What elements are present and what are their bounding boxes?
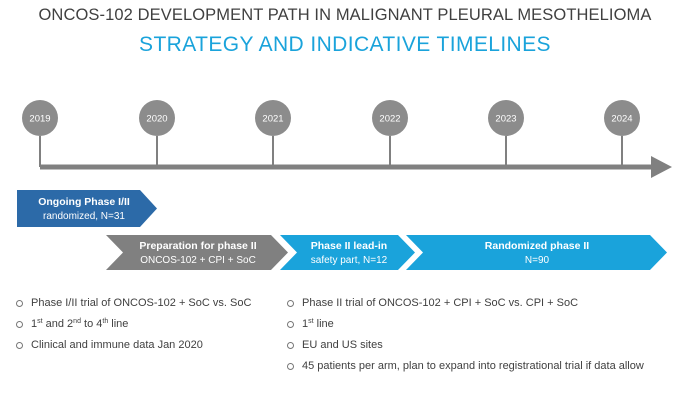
list-item: 1st line (285, 317, 685, 331)
bar-ongoing-phase: Ongoing Phase I/II randomized, N=31 (17, 190, 157, 227)
ordinal-suffix: th (102, 318, 109, 325)
bar-ongoing-detail: randomized, N=31 (43, 211, 125, 222)
bar-leadin-title: Phase II lead-in (311, 240, 387, 252)
bar-ongoing-title: Ongoing Phase I/II (38, 196, 130, 208)
year-node-2019: 2019 (22, 100, 58, 136)
page-title: ONCOS-102 DEVELOPMENT PATH IN MALIGNANT … (38, 6, 652, 24)
bar-leadin: Phase II lead-in safety part, N=12 (280, 235, 415, 270)
bar-randomized-detail: N=90 (525, 255, 550, 266)
ordinal-suffix: nd (73, 318, 81, 325)
timeline-diagram: 2019 2020 2021 2022 2023 2024 Ongoing Ph… (17, 100, 672, 270)
page-subtitle: STRATEGY AND INDICATIVE TIMELINES (139, 33, 551, 56)
year-node-2020: 2020 (139, 100, 175, 136)
bar-preparation-title: Preparation for phase II (139, 240, 256, 252)
left-bullet-list: Phase I/II trial of ONCOS-102 + SoC vs. … (14, 296, 254, 359)
year-label: 2023 (495, 114, 516, 125)
list-item: EU and US sites (285, 338, 685, 352)
list-item: 45 patients per arm, plan to expand into… (285, 359, 685, 373)
list-item: 1st and 2nd to 4th line (14, 317, 254, 331)
bar-preparation-detail: ONCOS-102 + CPI + SoC (140, 255, 256, 266)
year-node-2024: 2024 (604, 100, 640, 136)
bullet-text-part: 1 (302, 318, 309, 330)
year-label: 2024 (611, 114, 632, 125)
bullet-text: 45 patients per arm, plan to expand into… (302, 360, 644, 372)
year-label: 2021 (262, 114, 283, 125)
bullet-text-part: to 4 (80, 318, 103, 330)
bullet-text-part: line (108, 318, 129, 330)
ordinal-suffix: st (37, 318, 43, 325)
year-label: 2019 (29, 114, 50, 125)
bullet-text: Clinical and immune data Jan 2020 (31, 339, 203, 351)
ordinal-suffix: st (308, 318, 314, 325)
list-item: Clinical and immune data Jan 2020 (14, 338, 254, 352)
year-node-2023: 2023 (488, 100, 524, 136)
bar-preparation: Preparation for phase II ONCOS-102 + CPI… (106, 235, 288, 270)
bar-randomized-title: Randomized phase II (485, 240, 590, 252)
bullet-text-part: and 2 (42, 318, 74, 330)
bullet-text-part: 1 (31, 318, 38, 330)
bullet-text: Phase I/II trial of ONCOS-102 + SoC vs. … (31, 297, 252, 309)
timeline-arrow-head (651, 156, 672, 178)
bullet-text: EU and US sites (302, 339, 383, 351)
year-label: 2022 (379, 114, 400, 125)
bullet-text: Phase II trial of ONCOS-102 + CPI + SoC … (302, 297, 579, 309)
year-label: 2020 (146, 114, 167, 125)
year-node-2021: 2021 (255, 100, 291, 136)
bullet-text-part: line (313, 318, 334, 330)
list-item: Phase I/II trial of ONCOS-102 + SoC vs. … (14, 296, 254, 310)
bar-randomized: Randomized phase II N=90 (406, 235, 667, 270)
list-item: Phase II trial of ONCOS-102 + CPI + SoC … (285, 296, 685, 310)
right-bullet-list: Phase II trial of ONCOS-102 + CPI + SoC … (285, 296, 685, 380)
bar-leadin-detail: safety part, N=12 (311, 255, 388, 266)
year-node-2022: 2022 (372, 100, 408, 136)
